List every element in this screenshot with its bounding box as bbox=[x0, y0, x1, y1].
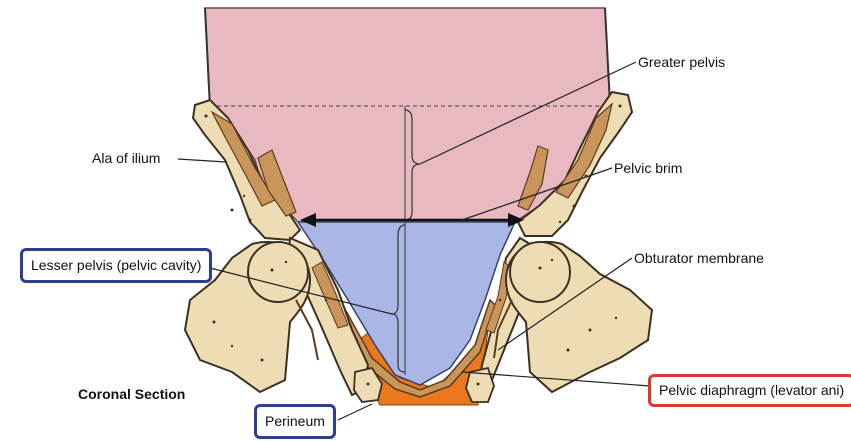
label-pelvic-diaphragm: Pelvic diaphragm (levator ani) bbox=[648, 374, 851, 407]
label-coronal-section: Coronal Section bbox=[78, 386, 185, 403]
label-obturator-membrane: Obturator membrane bbox=[634, 250, 764, 267]
leader-perineum bbox=[338, 404, 372, 420]
left-femoral-head bbox=[248, 242, 308, 302]
label-pelvic-brim: Pelvic brim bbox=[614, 160, 682, 177]
label-greater-pelvis: Greater pelvis bbox=[638, 54, 725, 71]
label-lesser-pelvis: Lesser pelvis (pelvic cavity) bbox=[20, 248, 212, 283]
right-femoral-head bbox=[510, 242, 570, 302]
label-ala-of-ilium: Ala of ilium bbox=[92, 150, 160, 167]
label-perineum: Perineum bbox=[254, 404, 336, 439]
leader-ala-of-ilium bbox=[178, 159, 226, 162]
